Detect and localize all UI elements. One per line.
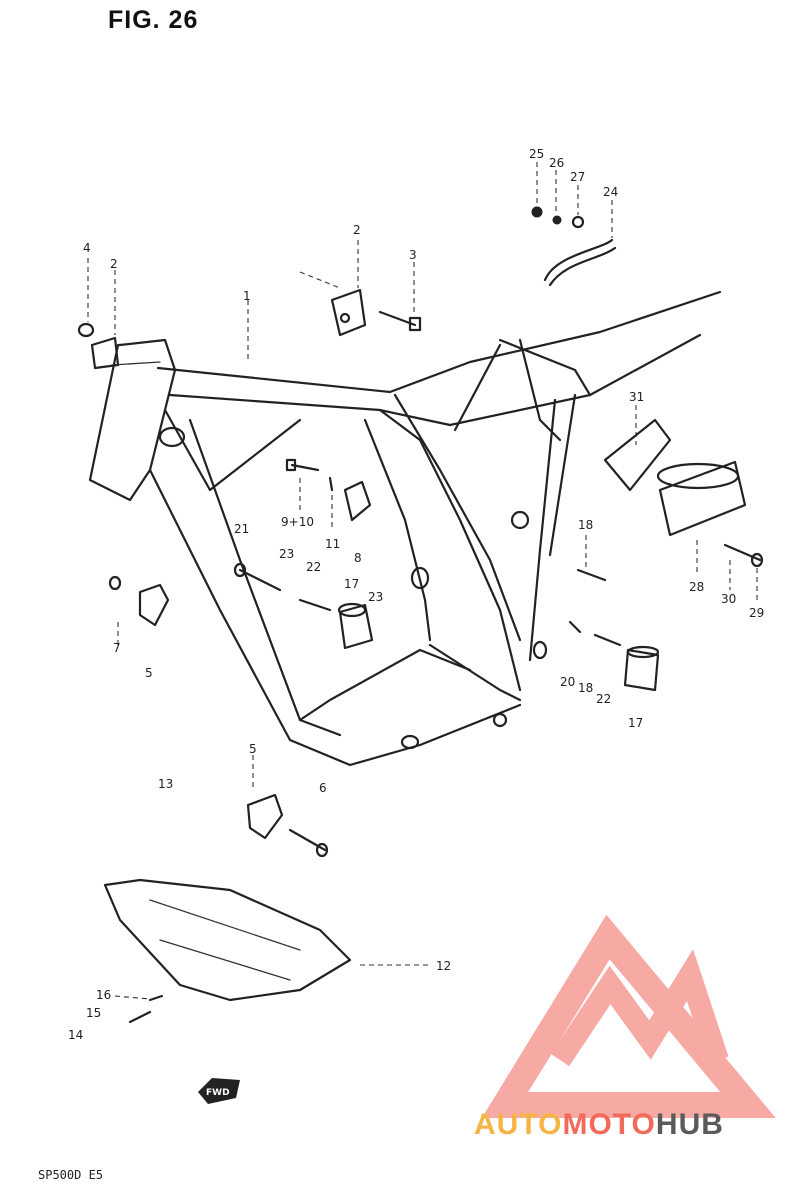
callout-c18a: 18 [578,518,593,532]
callout-c8: 8 [354,551,362,565]
callout-c1: 1 [243,289,251,303]
callout-c910: 9+10 [281,515,314,529]
callout-c16: 16 [96,988,111,1002]
callout-c23b: 23 [368,590,383,604]
leader-lines [87,162,758,1000]
callout-c17b: 17 [628,716,643,730]
part-28-canister [656,460,764,568]
callout-c13: 13 [158,777,173,791]
figure-title: FIG. 26 [108,6,199,34]
callout-c14: 14 [68,1028,83,1042]
callout-numbers: 2526272442231319+10118212322172318283029… [68,147,764,1042]
part-5-engine-plate-upper [108,575,170,627]
callout-c17a: 17 [344,577,359,591]
callout-c29: 29 [749,606,764,620]
callout-c21a: 21 [234,522,249,536]
callout-c28: 28 [689,580,704,594]
callout-c23a: 23 [279,547,294,561]
callout-c22a: 22 [306,560,321,574]
part-2-gusset [299,271,422,337]
main-frame [88,290,722,767]
wordmark-part-hub: HUB [655,1108,724,1141]
callout-c3: 3 [409,248,417,262]
callout-c2b: 2 [353,223,361,237]
model-code: SP500D E5 [38,1168,104,1182]
callout-c25: 25 [529,147,544,161]
callout-c30: 30 [721,592,736,606]
part-17-collar-right [568,568,660,692]
part-12-skid-plate [103,878,430,1024]
automotohub-logo-icon [481,914,776,1118]
callout-c22b: 22 [596,692,611,706]
callout-c4: 4 [83,241,91,255]
callout-c15: 15 [86,1006,101,1020]
part-5-engine-plate-lower [246,793,329,858]
fwd-label: FWD [206,1088,230,1098]
callout-c26: 26 [549,156,564,170]
wordmark-part-moto: MOTO [562,1108,656,1141]
part-9-bolt [285,458,372,522]
callout-c31: 31 [629,390,644,404]
wordmark-part-auto: AUTO [474,1108,563,1141]
fwd-arrow-icon: FWD [198,1078,240,1104]
callout-c24: 24 [603,185,618,199]
callout-c27: 27 [570,170,585,184]
callout-c2a: 2 [110,257,118,271]
part-24-bracket [531,206,617,287]
callout-c5b: 5 [249,742,257,756]
part-17-collar-left [233,562,374,650]
part-2-left-gusset [77,322,120,370]
callout-c20: 20 [560,675,575,689]
callout-c18b: 18 [578,681,593,695]
automotohub-wordmark: AUTOMOTOHUB [474,1108,724,1142]
callout-c7: 7 [113,641,121,655]
callout-c11: 11 [325,537,340,551]
part-31-cover [603,418,672,492]
callout-c5a: 5 [145,666,153,680]
callout-c6: 6 [319,781,327,795]
callout-c12: 12 [436,959,451,973]
